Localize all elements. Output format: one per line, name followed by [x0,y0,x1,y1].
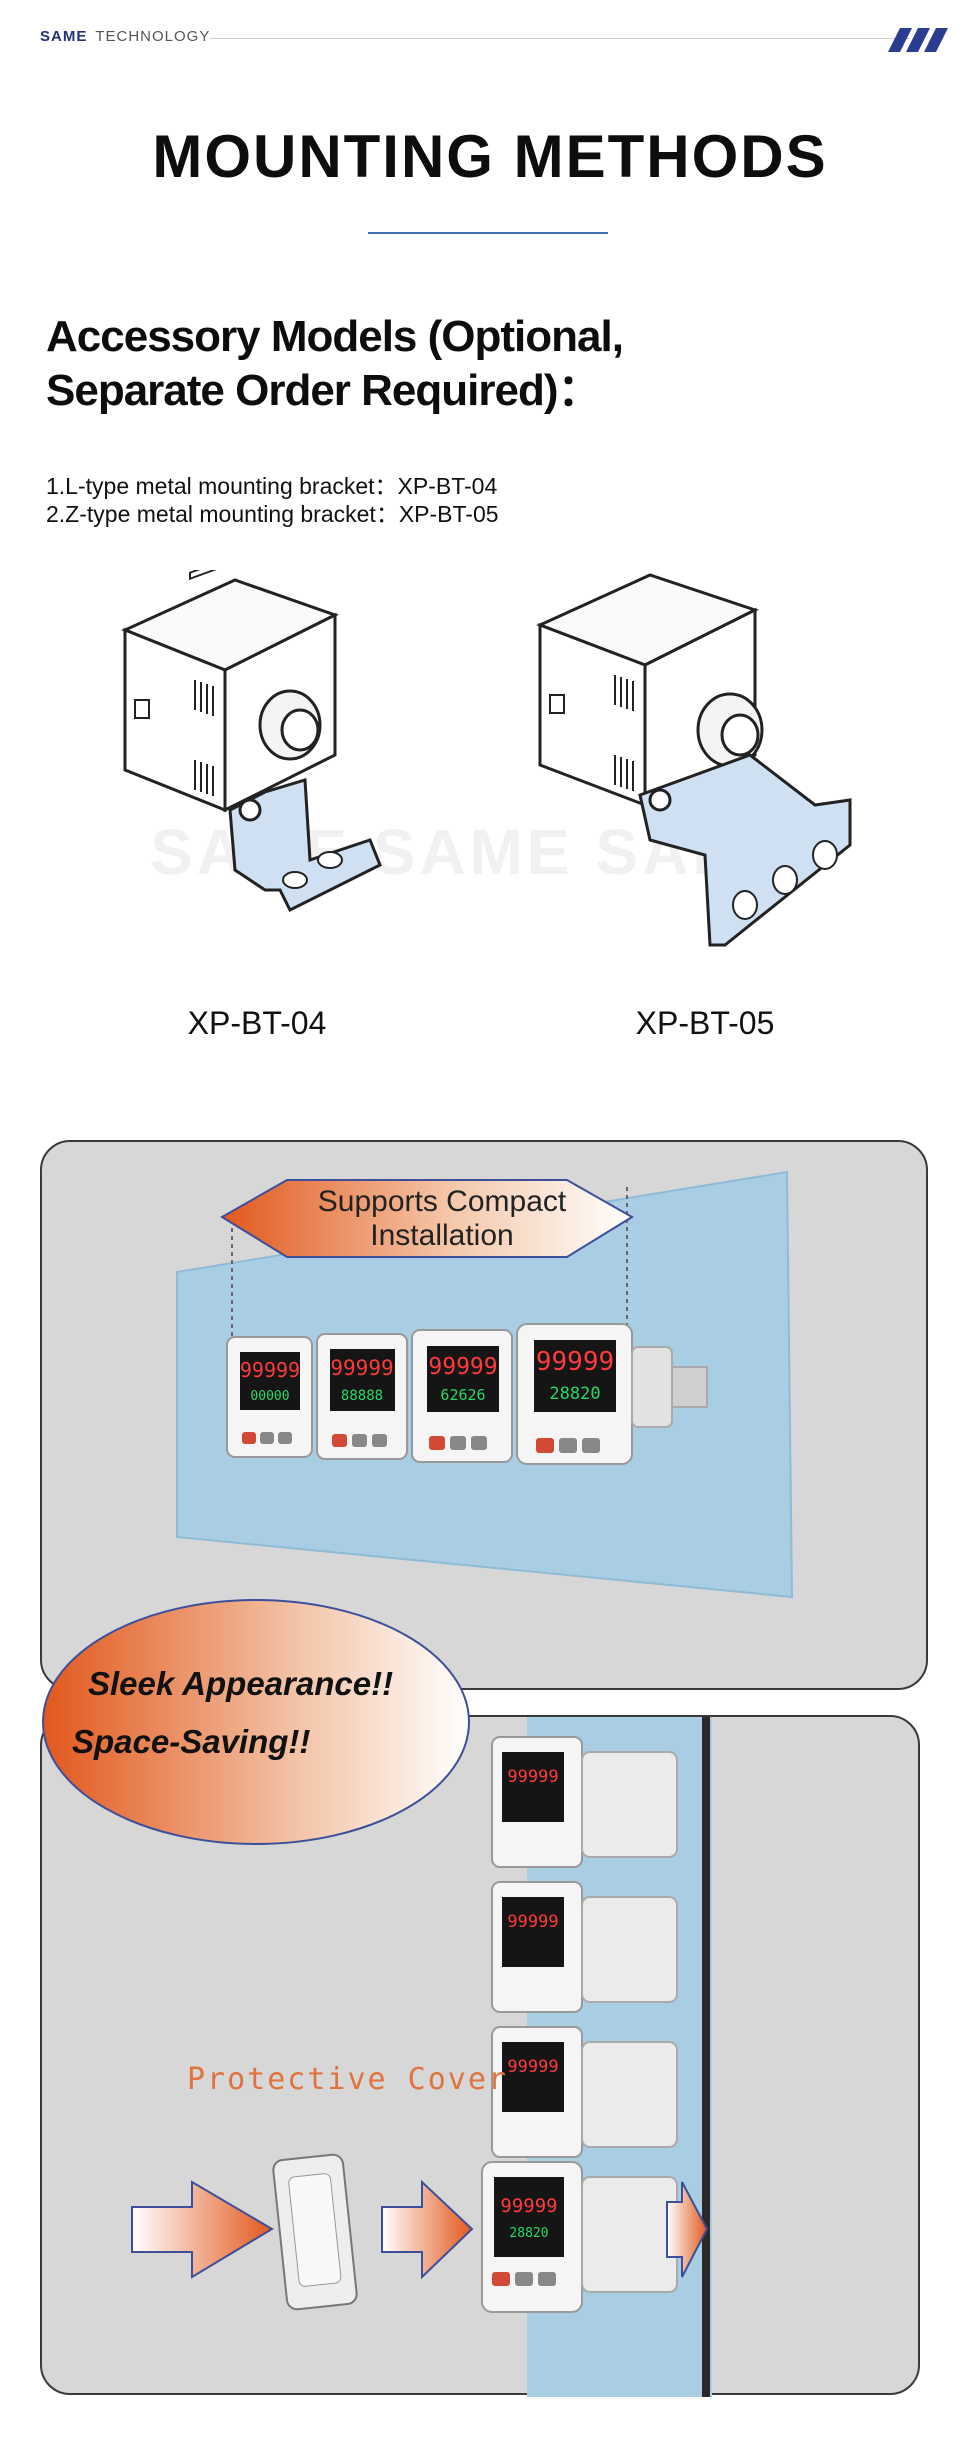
arrow-right-icon [131,2180,274,2279]
page-header: SAME TECHNOLOGY [40,28,950,52]
compact-installation-illustration: 99999 00000 99999 88888 99999 62626 9999… [176,1170,794,1599]
bracket-z-illustration [536,573,852,947]
display-digit: 99999 [507,1767,558,1787]
display-digit: 99999 [507,1912,558,1932]
bracket-l-illustration [121,570,382,913]
sensor-stack: 99999 99999 99999 99999 28820 [481,1736,678,2313]
title-underline [368,232,608,234]
bracket-l-label: XP-BT-04 [187,1005,327,1041]
display-digit: 28820 [509,2226,548,2241]
sleek-line1: Sleek Appearance!! [88,1665,394,1702]
compact-installation-panel: 99999 00000 99999 88888 99999 62626 9999… [40,1140,928,1690]
display-digit: 62626 [440,1386,485,1404]
compact-callout-line2: Installation [370,1219,514,1252]
arrow-right-icon [666,2181,709,2278]
sleek-badge [42,1599,470,1845]
brand-sub: TECHNOLOGY [95,28,211,45]
display-digit: 88888 [341,1388,383,1404]
protective-cover-shape [272,2153,358,2311]
brand: SAME TECHNOLOGY [40,28,210,45]
display-digit: 99999 [536,1347,614,1377]
display-digit: 99999 [330,1356,393,1380]
accessory-heading: Accessory Models (Optional, Separate Ord… [46,310,746,418]
sleek-line2: Space-Saving!! [72,1723,311,1760]
display-digit: 99999 [428,1354,497,1380]
protective-cover-illustration: 99999 99999 99999 99999 28820 [131,1717,712,2397]
display-digit: 99999 [507,2057,558,2077]
display-digit: 00000 [250,1389,289,1404]
sensor-row [226,1323,708,1465]
accessory-heading-line1: Accessory Models (Optional, [46,312,624,361]
compact-callout-line1: Supports Compact [317,1185,567,1218]
page-title: MOUNTING METHODS [152,123,828,190]
header-rule [210,38,910,39]
protective-cover-panel: 99999 99999 99999 99999 28820 Protective… [40,1715,920,2397]
protective-cover-label: Protective Cover [187,2062,508,2097]
list-item: 2.Z-type metal mounting bracket：XP-BT-05 [46,501,499,527]
compact-callout: Supports Compact Installation [282,1185,602,1253]
slashes-icon [888,28,948,52]
list-item: 1.L-type metal mounting bracket：XP-BT-04 [46,473,498,499]
accessory-heading-line2: Separate Order Required)： [46,366,602,415]
arrow-right-icon [381,2179,474,2280]
bracket-z-label: XP-BT-05 [635,1005,775,1041]
accessory-list: 1.L-type metal mounting bracket：XP-BT-04… [46,472,746,528]
display-digit: 28820 [549,1384,600,1404]
display-digit: 99999 [240,1358,300,1382]
display-digit: 99999 [500,2195,557,2217]
brand-name: SAME [40,28,88,45]
